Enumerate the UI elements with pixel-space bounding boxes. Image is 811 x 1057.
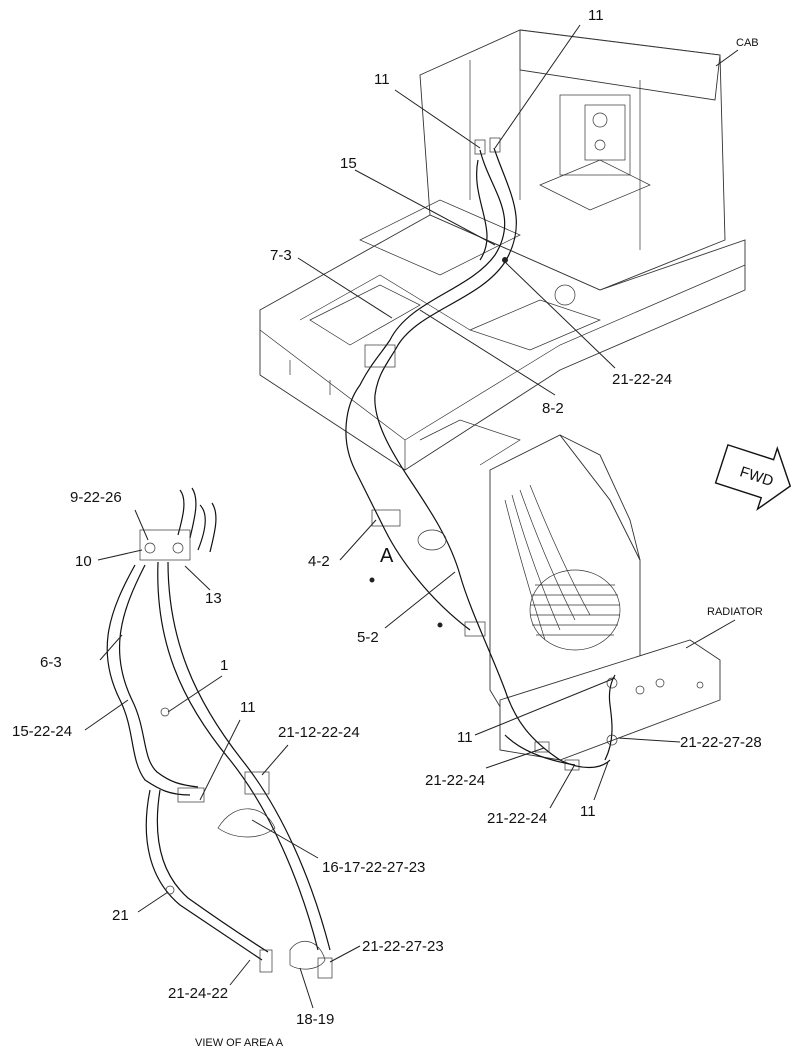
callout-1: 1 — [220, 657, 228, 674]
radiator-label: RADIATOR — [707, 606, 763, 618]
callout-21-22-24-lower-b: 21-22-24 — [487, 810, 547, 827]
callout-11-view: 11 — [240, 699, 256, 716]
callout-7-3: 7-3 — [270, 247, 292, 264]
callout-8-2: 8-2 — [542, 400, 564, 417]
callout-21: 21 — [112, 907, 129, 924]
area-a-marker: A — [380, 545, 394, 567]
callout-15-22-24: 15-22-24 — [12, 723, 72, 740]
callout-6-3: 6-3 — [40, 654, 62, 671]
callout-10: 10 — [75, 553, 92, 570]
callout-18-19: 18-19 — [296, 1011, 334, 1028]
callout-21-22-27-23: 21-22-27-23 — [362, 938, 444, 955]
callout-21-12-22-24: 21-12-22-24 — [278, 724, 360, 741]
callout-21-22-27-28: 21-22-27-28 — [680, 734, 762, 751]
callout-11-radiator: 11 — [457, 729, 473, 746]
fittings-main — [364, 137, 618, 771]
hose-lines — [345, 147, 616, 769]
callout-15: 15 — [340, 155, 357, 172]
callout-11-lower: 11 — [580, 803, 596, 820]
leader-lines — [84, 24, 739, 1009]
detail-view-area-a — [106, 487, 333, 979]
callout-11-upper: 11 — [374, 71, 390, 88]
radiator-assembly — [489, 434, 721, 761]
cab-label: CAB — [736, 37, 759, 49]
callout-11-top: 11 — [588, 7, 604, 24]
fwd-arrow-icon: FWD — [714, 443, 792, 511]
callout-13: 13 — [205, 590, 222, 607]
callout-21-22-24-upper: 21-22-24 — [612, 371, 672, 388]
view-caption: VIEW OF AREA A — [195, 1037, 284, 1049]
callout-21-22-24-lower-a: 21-22-24 — [425, 772, 485, 789]
callout-9-22-26: 9-22-26 — [70, 489, 122, 506]
callout-4-2: 4-2 — [308, 553, 330, 570]
callout-16-17-22-27-23: 16-17-22-27-23 — [322, 859, 425, 876]
callout-21-24-22: 21-24-22 — [168, 985, 228, 1002]
machine-frame — [259, 29, 746, 471]
callout-5-2: 5-2 — [357, 629, 379, 646]
